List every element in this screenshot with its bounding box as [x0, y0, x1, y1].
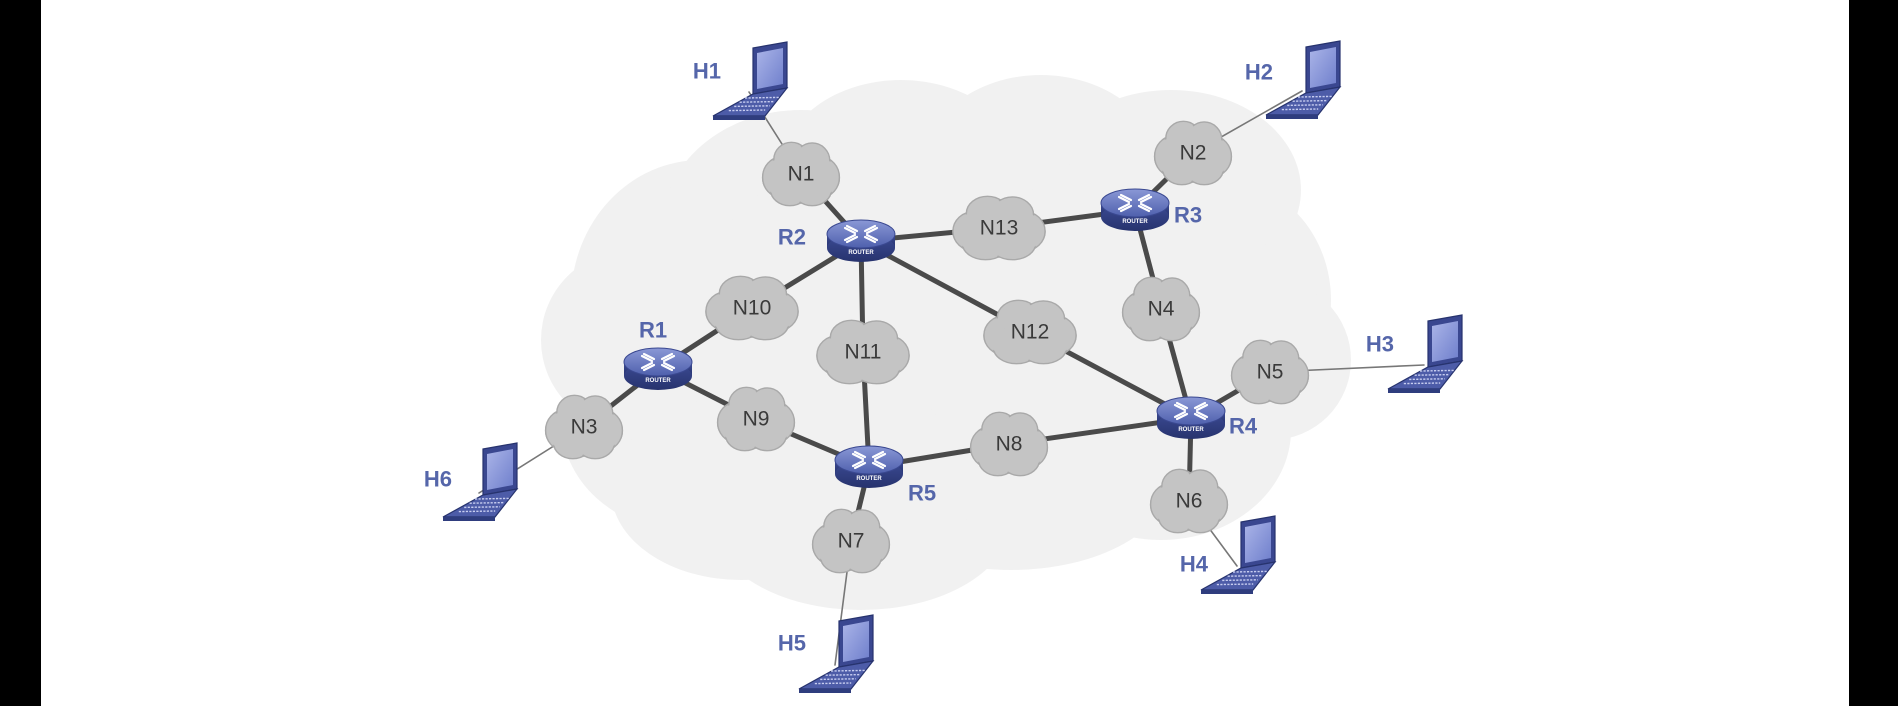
router-marking-text: ROUTER	[1122, 219, 1148, 225]
router-marking-text: ROUTER	[856, 476, 882, 482]
network-label-n13: N13	[980, 217, 1019, 240]
host-label-h6: H6	[424, 467, 452, 492]
host-laptop-h2	[1265, 40, 1342, 119]
network-label-n2: N2	[1180, 142, 1207, 165]
host-label-h4: H4	[1180, 552, 1209, 577]
router-r4: ROUTER	[1156, 396, 1226, 439]
router-label-r4: R4	[1229, 414, 1258, 439]
router-r3: ROUTER	[1100, 188, 1170, 231]
host-laptop-h1	[712, 41, 789, 120]
router-marking-text: ROUTER	[848, 250, 874, 256]
network-cloud-n11: N11	[816, 319, 910, 385]
host-laptop-h6	[442, 442, 519, 521]
network-cloud-n5: N5	[1230, 339, 1310, 405]
network-label-n9: N9	[743, 408, 770, 431]
network-cloud-n10: N10	[705, 275, 799, 341]
network-cloud-n4: N4	[1121, 276, 1201, 342]
host-label-h5: H5	[778, 631, 806, 656]
network-label-n12: N12	[1011, 321, 1050, 344]
network-label-n7: N7	[838, 530, 865, 553]
network-label-n10: N10	[733, 297, 772, 320]
network-cloud-n9: N9	[716, 386, 796, 452]
network-cloud-n1: N1	[761, 141, 841, 207]
right-black-bar	[1849, 0, 1898, 706]
host-label-h3: H3	[1366, 332, 1394, 357]
host-laptop-h3	[1387, 314, 1464, 393]
router-r1: ROUTER	[623, 347, 693, 390]
router-label-r2: R2	[778, 225, 806, 250]
network-label-n5: N5	[1257, 361, 1284, 384]
network-label-n4: N4	[1148, 298, 1175, 321]
network-label-n11: N11	[845, 341, 882, 364]
network-cloud-n7: N7	[811, 508, 891, 574]
network-cloud-n13: N13	[952, 195, 1046, 261]
network-cloud-n12: N12	[983, 299, 1077, 365]
host-label-h2: H2	[1245, 60, 1273, 85]
left-black-bar	[0, 0, 41, 706]
network-cloud-n6: N6	[1149, 468, 1229, 534]
router-label-r3: R3	[1174, 203, 1202, 228]
host-label-h1: H1	[693, 59, 721, 84]
host-laptop-h4	[1200, 515, 1277, 594]
network-label-n1: N1	[788, 163, 815, 186]
router-marking-text: ROUTER	[645, 378, 671, 384]
router-label-r1: R1	[639, 318, 667, 343]
router-r5: ROUTER	[834, 445, 904, 488]
internet-cloud-backdrop	[541, 75, 1351, 610]
network-cloud-n8: N8	[969, 411, 1049, 477]
router-label-r5: R5	[908, 481, 936, 506]
host-laptop-h5	[798, 614, 875, 693]
router-r2: ROUTER	[826, 219, 896, 262]
network-cloud-n3: N3	[544, 394, 624, 460]
network-label-n6: N6	[1176, 490, 1203, 513]
network-label-n8: N8	[996, 433, 1023, 456]
network-label-n3: N3	[571, 416, 598, 439]
network-cloud-n2: N2	[1153, 120, 1233, 186]
router-marking-text: ROUTER	[1178, 427, 1204, 433]
